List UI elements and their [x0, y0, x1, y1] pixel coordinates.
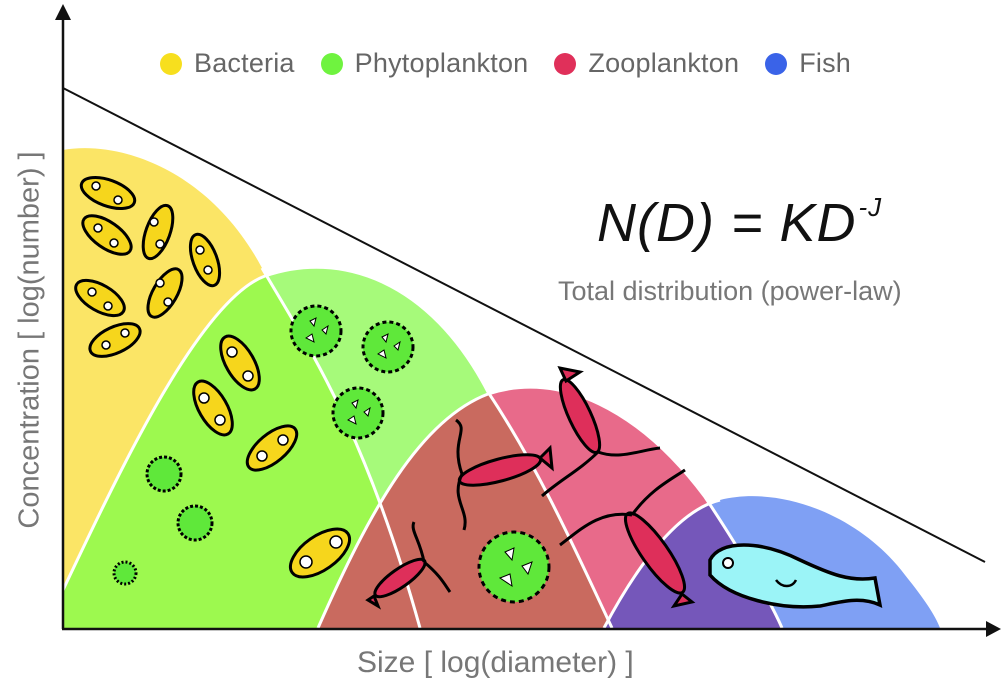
power-law-formula: N(D) = KD-J [597, 192, 882, 254]
phytoplankton-holes [305, 317, 533, 588]
legend: Bacteria Phytoplankton Zooplankton Fish [160, 48, 877, 79]
fish-icon [708, 543, 883, 609]
legend-item-bacteria: Bacteria [160, 48, 295, 79]
legend-label: Zooplankton [588, 48, 740, 78]
legend-label: Fish [799, 48, 852, 78]
bacteria-spots [87, 181, 343, 569]
phytoplankton-dot-icon [320, 52, 343, 75]
power-law-line [62, 87, 986, 563]
x-axis [62, 621, 1001, 637]
y-axis [55, 4, 71, 629]
bacteria-dot-icon [160, 52, 182, 75]
y-axis-label: Concentration [ log(number) ] [13, 151, 46, 529]
legend-label: Phytoplankton [354, 48, 529, 78]
zooplankton-antennae [411, 418, 686, 593]
x-axis-label: Size [ log(diameter) ] [357, 646, 634, 679]
formula-caption: Total distribution (power-law) [558, 276, 902, 306]
phytoplankton-icons [112, 304, 551, 604]
legend-item-phytoplankton: Phytoplankton [320, 48, 529, 79]
fish-dot-icon [765, 52, 788, 75]
legend-item-fish: Fish [765, 48, 851, 79]
zooplankton-dot-icon [554, 52, 577, 75]
legend-item-zooplankton: Zooplankton [554, 48, 739, 79]
formula-main: N(D) = KD [597, 193, 857, 253]
formula-exponent: -J [858, 192, 883, 222]
zooplankton-icons [365, 365, 696, 610]
legend-label: Bacteria [194, 48, 295, 78]
